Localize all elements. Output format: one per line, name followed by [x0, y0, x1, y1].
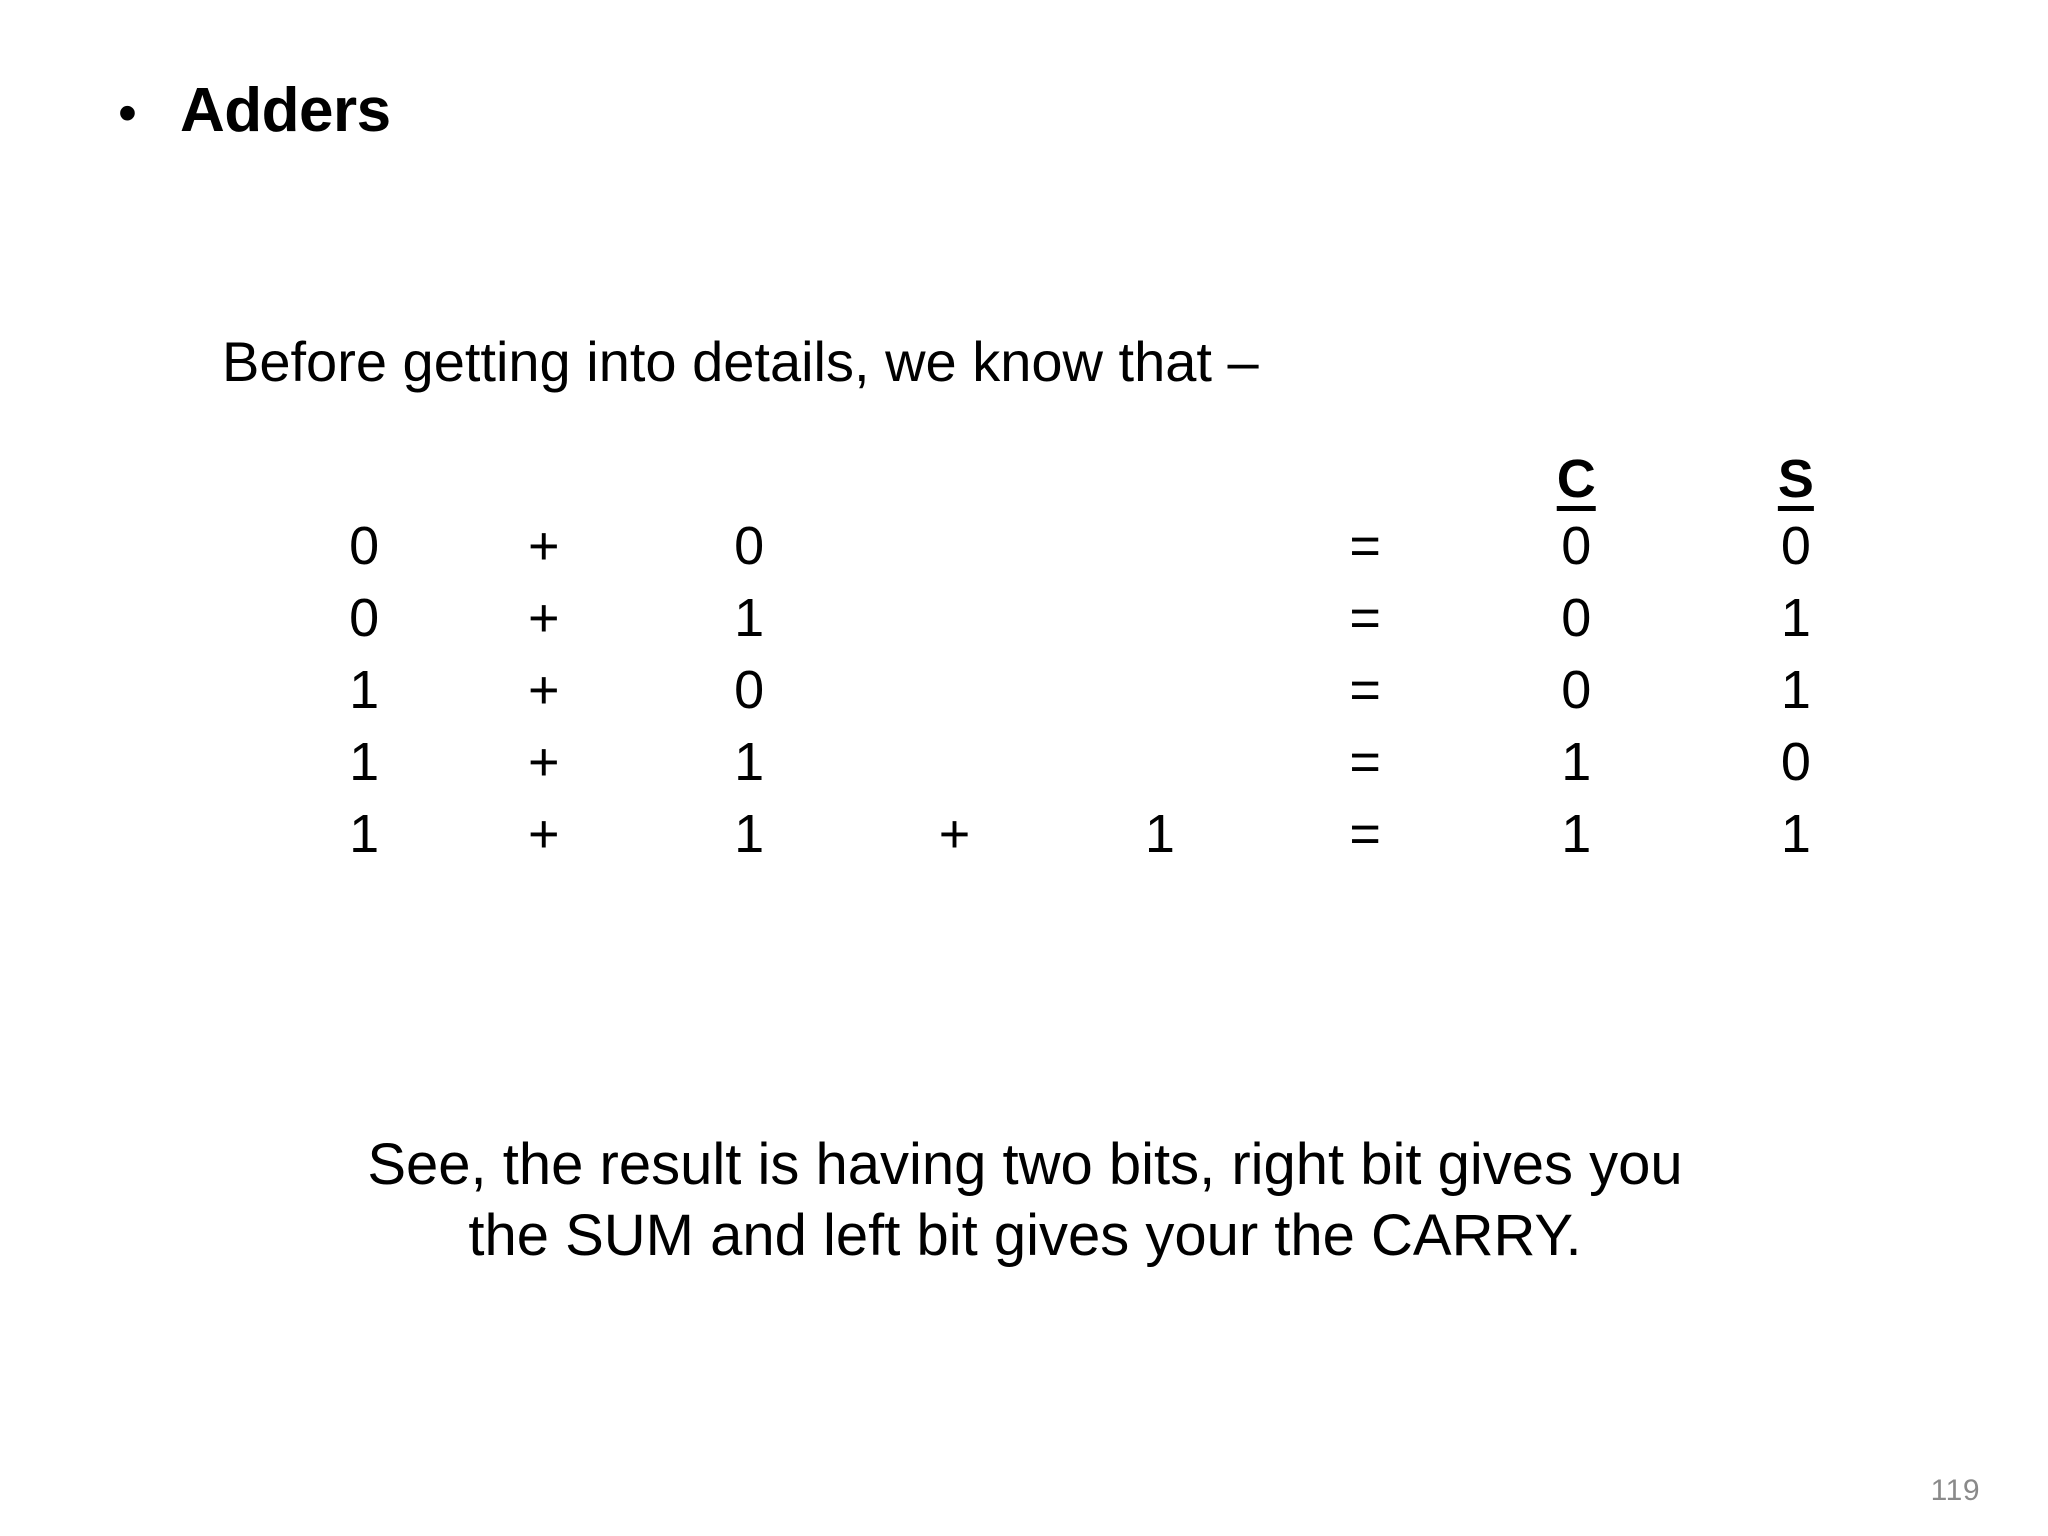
operator-plus-2 — [849, 726, 1060, 798]
header-spacer-c — [1060, 420, 1260, 510]
operator-plus-2: + — [938, 804, 971, 864]
operator-plus-2 — [849, 510, 1060, 582]
header-spacer-op2 — [849, 420, 1060, 510]
table-row: 0 +0 = 0 0 — [290, 510, 1910, 582]
operator-equals: = — [1349, 732, 1381, 792]
operand-a: 1 — [349, 732, 380, 792]
operator-equals: = — [1349, 516, 1381, 576]
result-carry: 1 — [1561, 804, 1592, 864]
operator-plus-1: + — [528, 804, 560, 864]
result-sum: 1 — [1780, 660, 1811, 720]
table-row: 1 +0 = 0 1 — [290, 654, 1910, 726]
result-carry: 0 — [1561, 660, 1592, 720]
operator-plus-1: + — [528, 660, 560, 720]
result-carry: 0 — [1561, 516, 1592, 576]
table-row: 0 +1 = 0 1 — [290, 582, 1910, 654]
result-carry: 0 — [1561, 588, 1592, 648]
operator-equals: = — [1349, 660, 1381, 720]
operand-b: 1 — [734, 732, 765, 792]
binary-addition-table: C S 0 +0 = 0 0 0 +1 = 0 1 1 +0 = 0 1 1 +1 = 1 0 1 +1 +1 = 1 1 — [290, 420, 1910, 870]
slide-title-bullet-row: • Adders — [118, 78, 391, 143]
operand-b: 1 — [734, 588, 765, 648]
operator-plus-1: + — [528, 732, 560, 792]
column-header-carry: C — [1556, 449, 1596, 509]
closing-paragraph: See, the result is having two bits, righ… — [170, 1130, 1880, 1272]
operator-equals: = — [1349, 588, 1381, 648]
operand-b: 0 — [734, 516, 765, 576]
operand-c — [1060, 654, 1260, 726]
result-sum: 0 — [1780, 516, 1811, 576]
result-sum: 1 — [1780, 588, 1811, 648]
operand-c — [1060, 726, 1260, 798]
page-title: Adders — [180, 76, 391, 145]
table-header-row: C S — [290, 420, 1910, 510]
result-carry: 1 — [1561, 732, 1592, 792]
header-spacer-a — [290, 420, 438, 510]
operand-b: 1 — [734, 804, 765, 864]
operand-c — [1060, 582, 1260, 654]
table-row: 1 +1 +1 = 1 1 — [290, 798, 1910, 870]
operand-a: 1 — [349, 660, 380, 720]
header-spacer-eq — [1260, 420, 1471, 510]
table-row: 1 +1 = 1 0 — [290, 726, 1910, 798]
closing-line-1: See, the result is having two bits, righ… — [367, 1132, 1683, 1197]
operator-plus-1: + — [528, 516, 560, 576]
result-sum: 1 — [1780, 804, 1811, 864]
operator-plus-1: + — [528, 588, 560, 648]
intro-text: Before getting into details, we know tha… — [222, 330, 1259, 393]
closing-line-2: the SUM and left bit gives your the CARR… — [468, 1202, 1582, 1268]
table-body: C S 0 +0 = 0 0 0 +1 = 0 1 1 +0 = 0 1 1 +1 = 1 0 1 +1 +1 = 1 1 — [290, 420, 1910, 870]
operand-a: 0 — [349, 516, 380, 576]
bullet-icon: • — [118, 83, 137, 143]
operand-a: 0 — [349, 588, 380, 648]
operand-b: 0 — [734, 660, 765, 720]
operand-a: 1 — [349, 804, 380, 864]
column-header-sum: S — [1777, 449, 1814, 509]
operator-equals: = — [1349, 804, 1381, 864]
page-number: 119 — [1930, 1474, 1980, 1507]
operand-c: 1 — [1144, 804, 1175, 864]
header-spacer-b — [649, 420, 849, 510]
result-sum: 0 — [1780, 732, 1811, 792]
operator-plus-2 — [849, 582, 1060, 654]
operator-plus-2 — [849, 654, 1060, 726]
header-spacer-op1 — [438, 420, 649, 510]
operand-c — [1060, 510, 1260, 582]
